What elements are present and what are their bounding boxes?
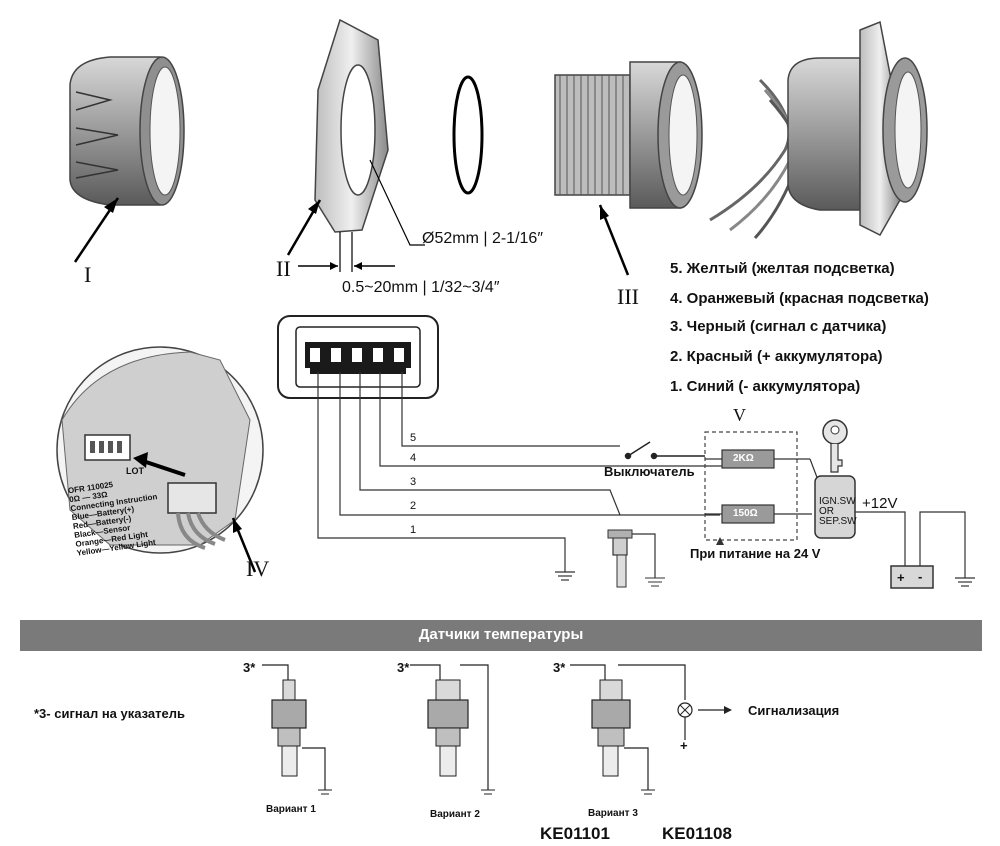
wire-number-2: 2 — [410, 500, 417, 512]
alarm-label: Сигнализация — [748, 703, 840, 718]
circuit-sensor — [607, 529, 665, 588]
wire-number-5: 5 — [410, 432, 417, 444]
bezel-nut — [69, 56, 185, 206]
ign-line-2: OR — [819, 506, 834, 517]
supply-note: При питание на 24 V — [690, 546, 821, 561]
assembled-gauge — [709, 20, 928, 239]
footnote: *3- сигнал на указатель — [34, 706, 186, 721]
label-IV: IV — [246, 556, 270, 581]
o-ring — [452, 75, 484, 195]
label-V: V — [733, 405, 746, 425]
variant-3-label: Вариант 3 — [588, 808, 638, 819]
label-II: II — [276, 256, 291, 281]
resistor-150-label: 150Ω — [733, 508, 758, 519]
battery-plus: + — [897, 570, 905, 585]
pin-label-3: 3* — [553, 660, 566, 675]
pin-label-2: 3* — [397, 660, 410, 675]
mounting-plate — [314, 18, 389, 272]
wires — [317, 372, 720, 581]
legend-item-2: 2. Красный (+ аккумулятора) — [670, 348, 883, 365]
wire-number-1: 1 — [410, 524, 417, 536]
connector — [277, 315, 439, 399]
legend-item-4: 4. Оранжевый (красная подсветка) — [670, 290, 929, 307]
resistor-box — [704, 431, 798, 541]
code-2: KE01108 — [662, 824, 732, 843]
thickness-dimension: 0.5~20mm | 1/32~3/4″ — [342, 279, 500, 296]
resistor-2k-label: 2KΩ — [733, 453, 754, 464]
label-I: I — [84, 262, 92, 287]
alarm-plus: + — [680, 738, 688, 753]
threaded-body — [554, 61, 703, 209]
label-III: III — [617, 284, 639, 309]
pin-label-1: 3* — [243, 660, 256, 675]
wire-number-3: 3 — [410, 476, 417, 488]
lot-label: LOT — [126, 466, 144, 476]
battery — [890, 565, 934, 589]
banner-title: Датчики температуры — [418, 626, 584, 643]
battery-minus: - — [918, 569, 923, 584]
legend-item-1: 1. Синий (- аккумулятора) — [670, 378, 861, 395]
wire-number-4: 4 — [410, 452, 417, 464]
variant-1-label: Вариант 1 — [266, 804, 316, 815]
ign-line-3: SEP.SW — [819, 516, 857, 527]
diameter-dimension: Ø52mm | 2-1/16″ — [422, 230, 543, 247]
legend-item-5: 5. Желтый (желтая подсветка) — [670, 260, 895, 277]
switch-label: Выключатель — [604, 464, 695, 479]
gauge-back-text: OFR 110025 0Ω — 33Ω Connecting Instructi… — [67, 480, 158, 558]
variant-2-label: Вариант 2 — [430, 809, 480, 820]
switch-symbol — [624, 441, 705, 460]
sensor-variant-3 — [570, 664, 732, 795]
sensor-variant-1 — [262, 664, 332, 795]
code-1: KE01101 — [540, 824, 610, 843]
sensors-banner: Датчики температуры — [20, 620, 982, 651]
gauge-back-detail — [56, 346, 264, 554]
voltage-label: +12V — [862, 495, 898, 512]
ignition-key — [814, 419, 856, 539]
ign-line-1: IGN.SW — [819, 496, 856, 507]
legend-item-3: 3. Черный (сигнал с датчика) — [670, 318, 887, 335]
sensor-variant-2 — [410, 664, 495, 795]
